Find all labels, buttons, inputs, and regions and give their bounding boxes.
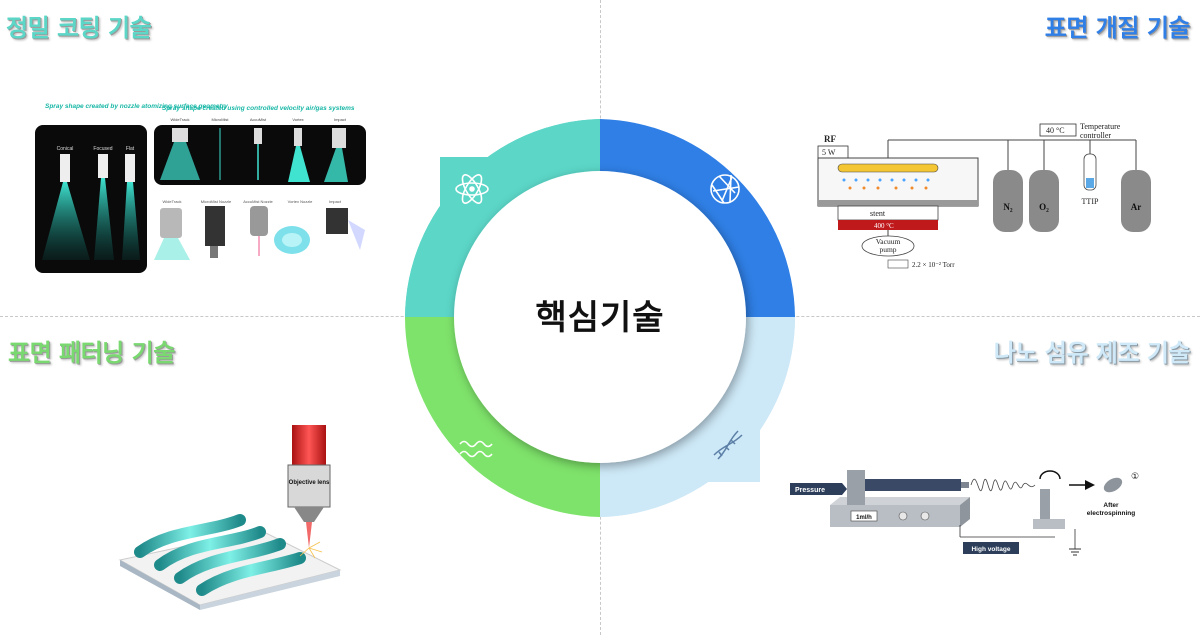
laser-patterning-illustration: Objective lens: [118, 425, 342, 610]
precision-coating-title: 정밀 코팅 기술: [6, 14, 152, 42]
spray-bottom-label-3: Vortex Nozzle: [288, 199, 313, 204]
spray-nozzle-illustration: Spray shape created by nozzle atomizing …: [35, 103, 366, 273]
after-line2: electrospinning: [1087, 510, 1135, 517]
plasma-chamber-diagram: RF 5 W 40 °C Temperature controller sten…: [817, 122, 1151, 269]
temp-controller-line1: Temperature: [1080, 122, 1121, 131]
electrospinning-diagram: Pressure 1ml/h ① After electrospinning H…: [790, 470, 1139, 556]
pressure-label: 2.2 × 10⁻² Torr: [912, 261, 955, 269]
cylinder-n2: N₂: [1003, 202, 1012, 212]
pressure-tag: Pressure: [795, 487, 825, 494]
spray-right-panel: [154, 125, 366, 185]
rf-power-label: 5 W: [822, 148, 836, 157]
spray-right-label-4: Impact: [334, 117, 347, 122]
aperture-icon: [710, 174, 740, 204]
spray-bottom-label-2: AccuMist Nozzle: [243, 199, 273, 204]
spray-label-0: Conical: [57, 146, 74, 152]
spray-bottom-label-0: WideTrack: [163, 199, 182, 204]
dna-icon: [713, 430, 743, 460]
temp-controller-line2: controller: [1080, 131, 1111, 140]
cylinder-ar: Ar: [1131, 202, 1142, 212]
spray-right-heading: Spray shape created using controlled vel…: [162, 105, 355, 112]
rf-label: RF: [824, 134, 836, 144]
center-circle: [454, 171, 746, 463]
high-voltage-label: High voltage: [971, 546, 1010, 553]
vacuum-line1: Vacuum: [876, 237, 901, 246]
spray-label-1: Focused: [93, 146, 112, 152]
objective-lens-label: Objective lens: [289, 480, 330, 486]
step-marker: ①: [1131, 472, 1139, 482]
stent-label: stent: [870, 209, 886, 218]
spray-right-label-3: Vortex: [292, 117, 303, 122]
atom-icon: [455, 174, 489, 204]
spray-right-label-0: WideTrack: [171, 117, 190, 122]
spray-label-2: Flat: [126, 146, 135, 152]
spray-bottom-label-4: Impact: [329, 199, 342, 204]
after-line1: After: [1103, 502, 1119, 509]
wave-icon: [459, 440, 493, 458]
spray-bottom-label-1: MicroMist Nozzle: [201, 199, 232, 204]
spray-right-label-1: MicroMist: [211, 117, 229, 122]
flow-rate-label: 1ml/h: [856, 515, 872, 521]
temperature-label: 40 °C: [1046, 126, 1065, 135]
vacuum-line2: pump: [879, 245, 896, 254]
surface-patterning-title: 표면 패터닝 기술: [8, 339, 175, 367]
heater-label: 400 °C: [874, 222, 894, 230]
spray-left-heading: Spray shape created by nozzle atomizing …: [45, 103, 228, 110]
spray-right-label-2: AccuMist: [250, 117, 267, 122]
core-technology-ring: [405, 119, 795, 517]
cylinder-o2: O₂: [1039, 202, 1049, 212]
surface-modification-title: 표면 개질 기술: [1044, 14, 1191, 42]
center-title: 핵심기술: [535, 298, 665, 338]
nanofiber-fabrication-title: 나노 섬유 제조 기술: [993, 339, 1191, 367]
ttip-label: TTIP: [1082, 197, 1099, 206]
